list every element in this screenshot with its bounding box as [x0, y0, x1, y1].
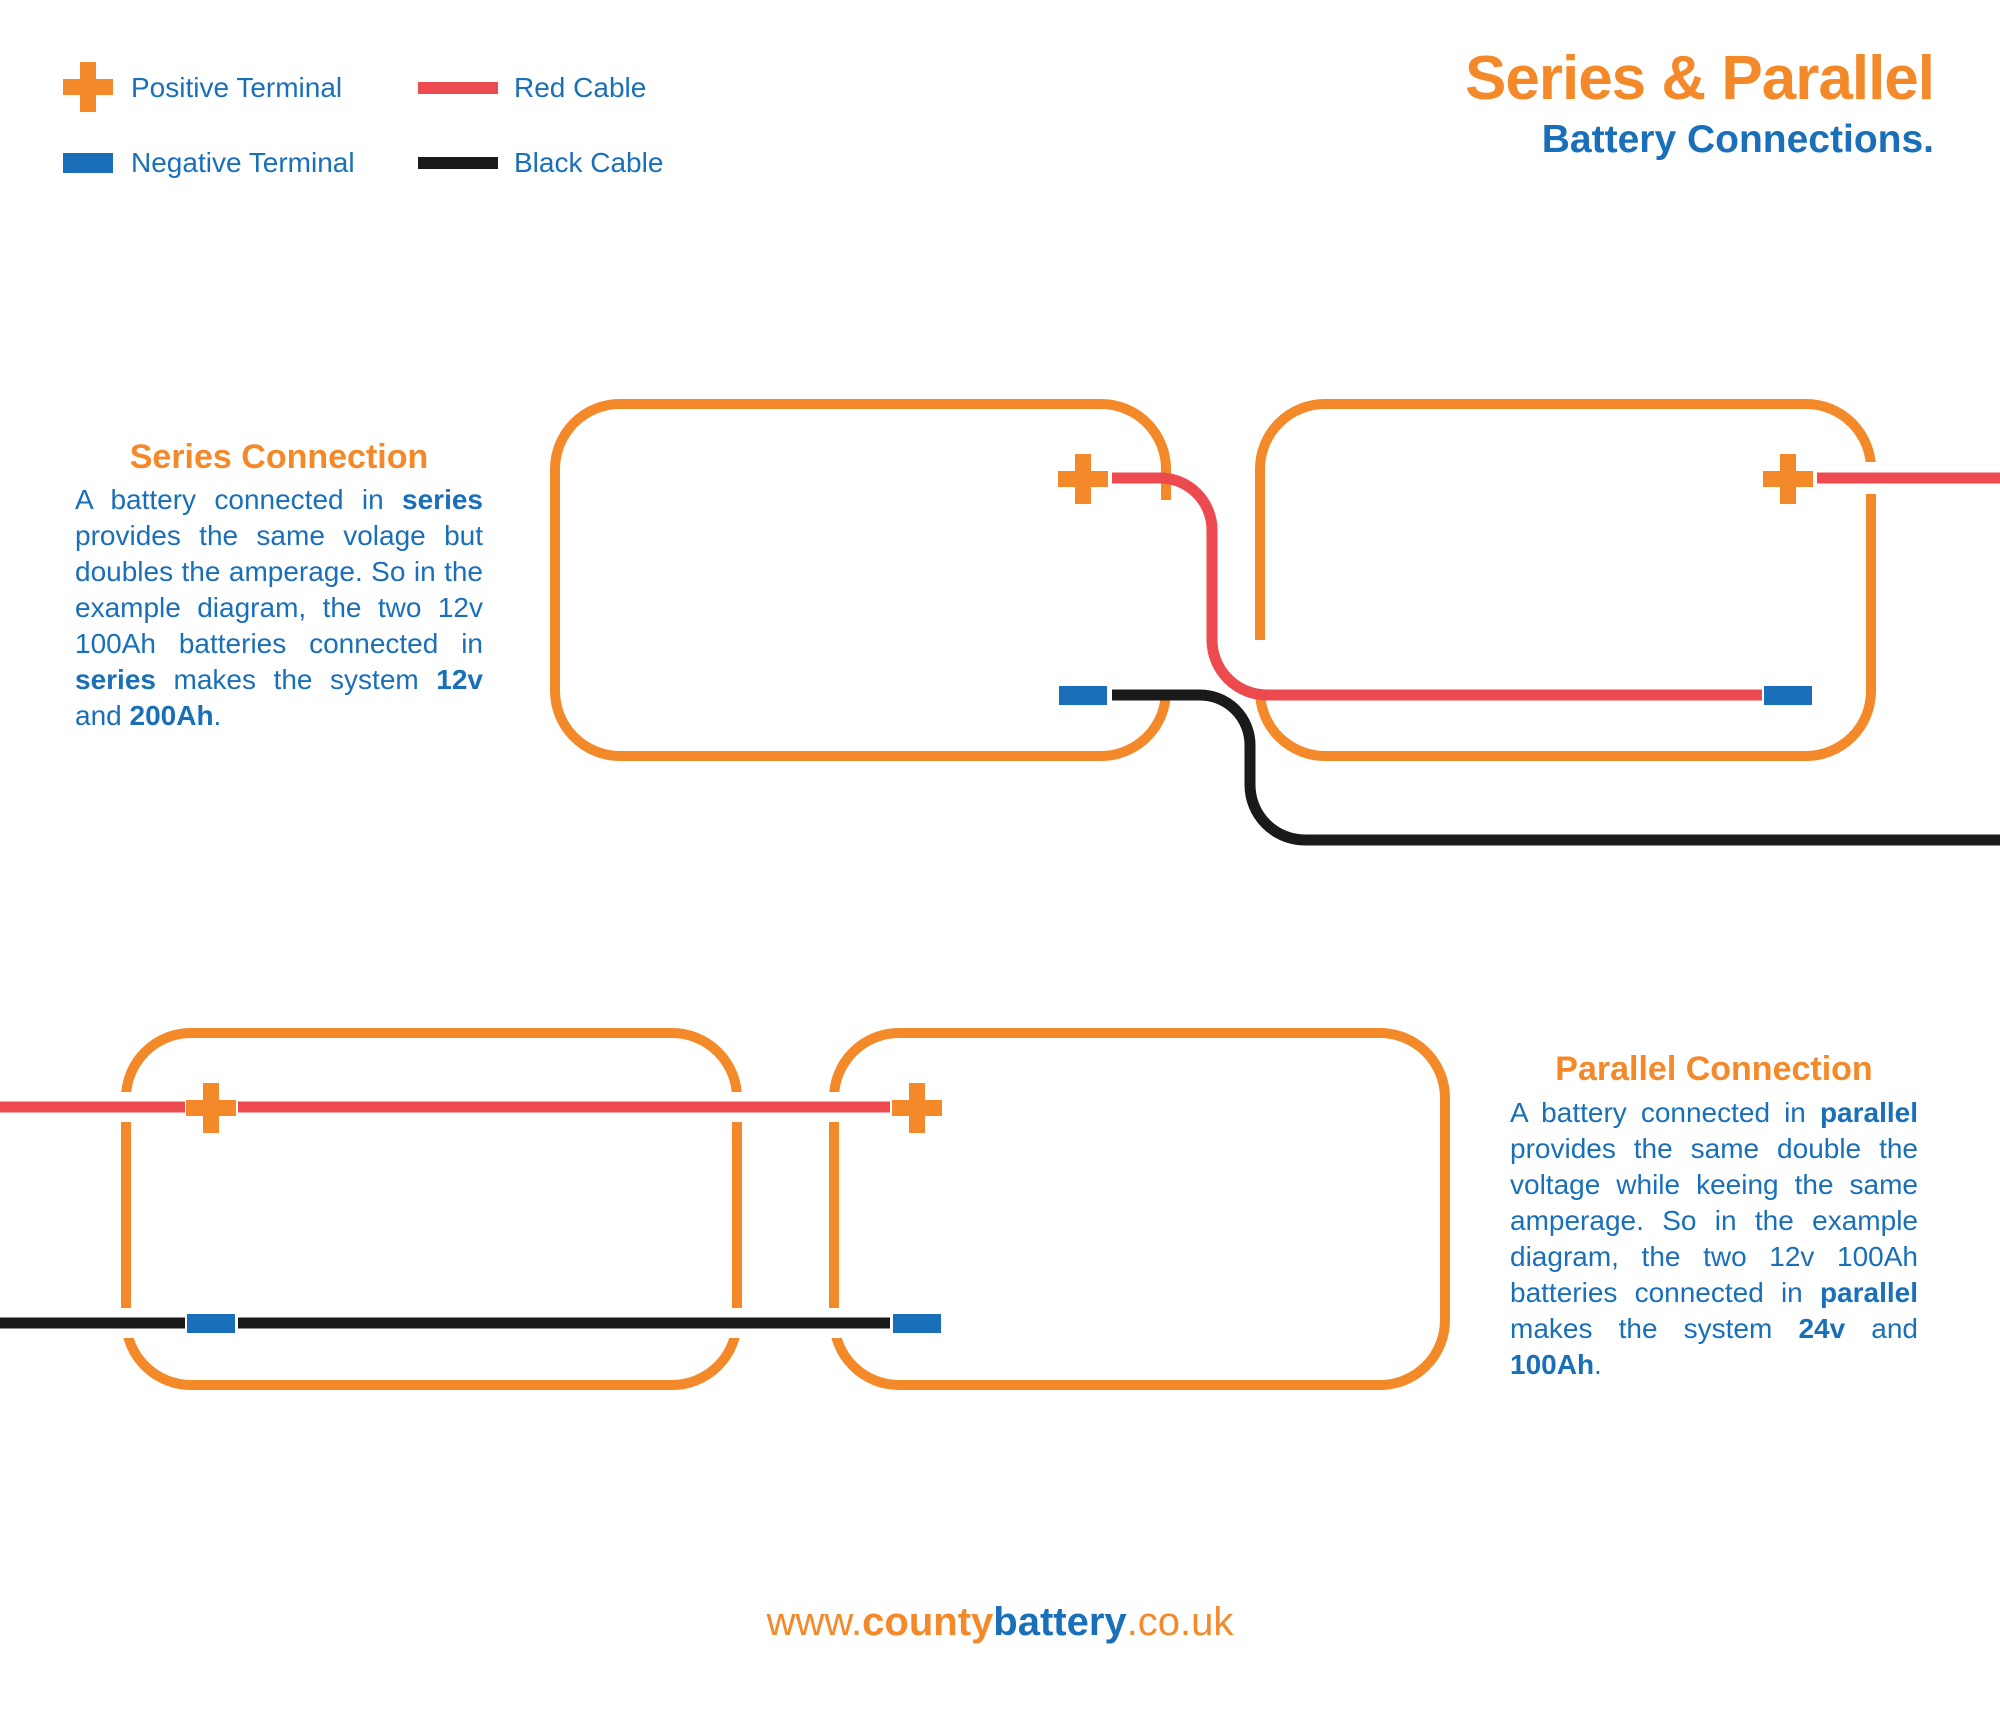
parallel-body-segment: provides the same double the voltage whi… [1510, 1133, 1918, 1308]
negative-terminal-icon [1764, 686, 1812, 705]
series-body-segment: 200Ah [129, 700, 214, 731]
parallel-body-segment: parallel [1819, 1277, 1918, 1308]
plus-icon [1763, 454, 1813, 504]
plus-icon [186, 1083, 236, 1133]
series-body-segment: and [75, 700, 130, 731]
black-cable [1112, 689, 2000, 846]
series-body-segment: A battery connected in [75, 484, 403, 515]
battery-4 [829, 1028, 1450, 1390]
legend-black-cable-label: Black Cable [514, 147, 664, 178]
negative-terminal-icon [893, 1314, 941, 1333]
plus-icon [892, 1083, 942, 1133]
negative-terminal-icon [1059, 686, 1107, 705]
parallel-body-segment: and [1845, 1313, 1918, 1344]
parallel-body-segment: 100Ah [1510, 1349, 1595, 1380]
footer-suffix: .co.uk [1126, 1600, 1234, 1644]
red-cable-swatch [418, 82, 498, 94]
series-body-segment: . [213, 700, 222, 731]
parallel-body-segment: 24v [1798, 1313, 1846, 1344]
black-cable-swatch [418, 157, 498, 169]
series-body-segment: provides the same volage but doubles the… [75, 520, 483, 659]
battery-3 [121, 1028, 742, 1390]
parallel-description: A battery connected in parallel provides… [1510, 1095, 1918, 1383]
legend-red-cable-label: Red Cable [514, 72, 647, 103]
red-cable [1112, 472, 1762, 701]
negative-terminal-icon [187, 1314, 235, 1333]
plus-icon [63, 62, 113, 112]
series-diagram [550, 399, 2000, 846]
parallel-body-segment: A battery connected in [1510, 1097, 1820, 1128]
series-heading: Series Connection [129, 438, 429, 476]
series-body-segment: series [402, 484, 483, 515]
parallel-heading: Parallel Connection [1555, 1050, 1873, 1088]
footer-brand-county: county [862, 1600, 994, 1644]
footer-prefix: www. [766, 1600, 863, 1644]
page-title: Series & Parallel [1465, 44, 1935, 113]
parallel-diagram [0, 1028, 1450, 1390]
footer-url[interactable]: www.countybattery.co.uk [0, 1602, 2000, 1642]
parallel-body-segment: parallel [1819, 1097, 1918, 1128]
parallel-body-segment: makes the system [1510, 1313, 1799, 1344]
page-subtitle: Battery Connections. [1541, 118, 1934, 161]
series-body-segment: series [75, 664, 156, 695]
series-body-segment: 12v [436, 664, 483, 695]
plus-icon [1058, 454, 1108, 504]
footer-brand-battery: battery [993, 1600, 1127, 1644]
legend-positive-label: Positive Terminal [131, 72, 343, 103]
series-body-segment: makes the system [155, 664, 437, 695]
series-description: A battery connected in series provides t… [75, 482, 483, 734]
battery-2 [1255, 399, 1876, 761]
parallel-body-segment: . [1594, 1349, 1602, 1380]
negative-terminal-icon [63, 153, 113, 173]
legend-negative-label: Negative Terminal [131, 147, 355, 178]
